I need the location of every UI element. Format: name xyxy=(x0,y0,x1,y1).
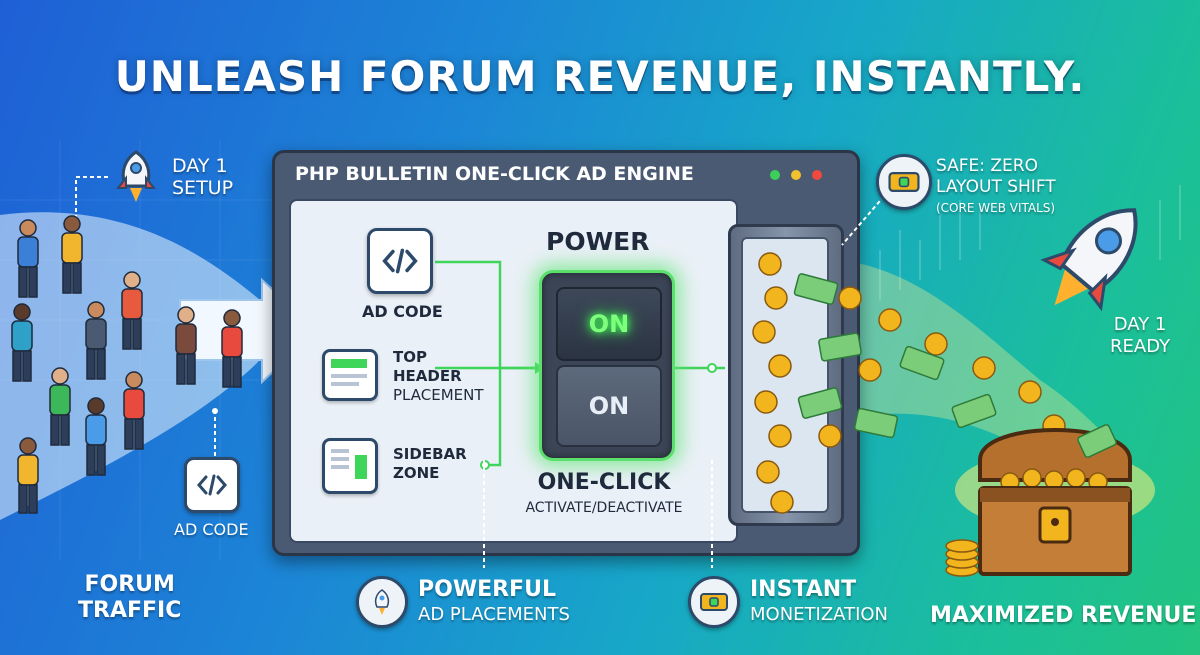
window-dot-yellow[interactable] xyxy=(791,170,801,180)
level-icon xyxy=(688,576,740,628)
window-title: PHP BULLETIN ONE-CLICK AD ENGINE xyxy=(295,163,694,185)
safe-zero-label: SAFE: ZERO LAYOUT SHIFT (CORE WEB VITALS… xyxy=(936,156,1056,215)
left-ad-code-label: AD CODE xyxy=(174,520,249,539)
headline: UNLEASH FORUM REVENUE, INSTANTLY. xyxy=(114,52,1086,101)
ad-code-icon[interactable] xyxy=(367,228,433,294)
activate-deactivate-label: ACTIVATE/DEACTIVATE xyxy=(525,500,683,516)
safe-level-icon xyxy=(876,154,932,210)
window-dot-red[interactable] xyxy=(812,170,822,180)
sidebar-zone-icon[interactable] xyxy=(322,438,378,494)
ad-code-label: AD CODE xyxy=(362,302,443,321)
adcode-connector xyxy=(212,408,218,458)
power-label: POWER xyxy=(546,227,650,256)
forum-crowd xyxy=(11,215,243,514)
window-dot-green[interactable] xyxy=(770,170,780,180)
top-header-label: TOP HEADER PLACEMENT xyxy=(393,348,484,404)
treasure-chest-icon xyxy=(945,424,1155,577)
code-icon xyxy=(184,457,240,513)
setup-connector xyxy=(75,176,108,230)
ad-placements-label: AD PLACEMENTS xyxy=(418,604,570,625)
rocket-icon xyxy=(108,148,164,208)
big-rocket-icon xyxy=(1020,192,1170,326)
powerful-label: POWERFUL xyxy=(418,577,556,602)
stock-bars-decor xyxy=(879,185,1181,300)
placements-rocket-icon xyxy=(356,576,408,628)
monetization-label: MONETIZATION xyxy=(750,604,889,625)
switch-on-bottom[interactable]: ON xyxy=(556,365,662,447)
maximized-revenue-label: MAXIMIZED REVENUE xyxy=(930,603,1197,628)
top-header-icon[interactable] xyxy=(322,349,378,401)
power-switch[interactable]: ON ON xyxy=(539,270,675,461)
switch-on-top[interactable]: ON xyxy=(556,287,662,361)
bottom-connectors xyxy=(483,460,713,568)
one-click-label: ONE-CLICK xyxy=(537,470,671,495)
instant-label: INSTANT xyxy=(750,577,857,602)
